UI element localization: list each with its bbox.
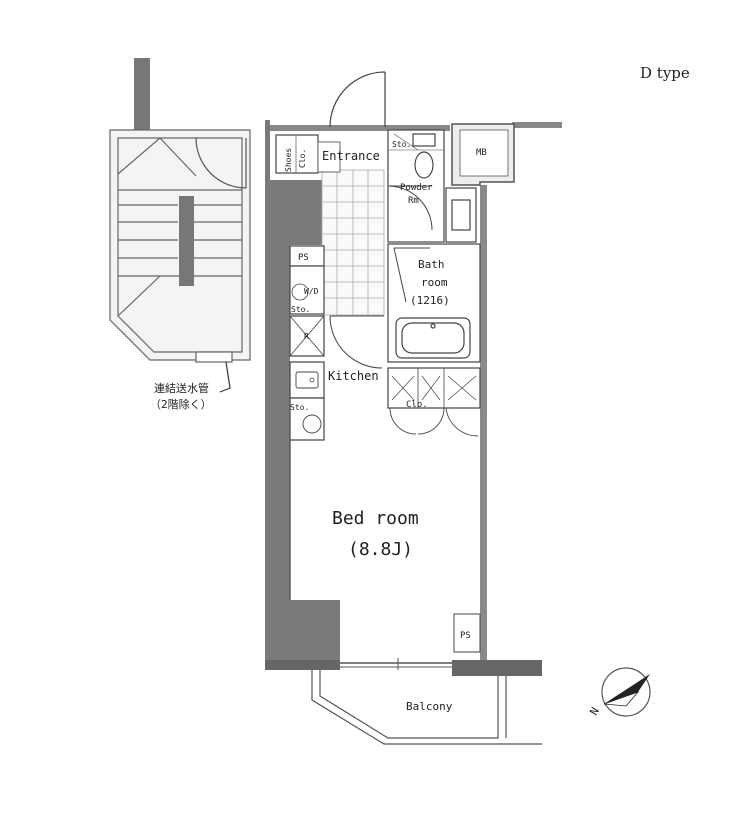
sto-top-label: Sto. [392,140,411,149]
unit-walls [252,120,562,676]
standpipe-annotation-line2: （2階除く） [150,397,212,411]
stair-diagonal [159,137,197,177]
shoes-closet: Shoes Clo. [275,134,341,174]
washer-drum [291,283,309,301]
shoes-clo-label: Clo. [298,149,307,168]
kitchen-label: Kitchen [328,369,379,383]
balcony-label: Balcony [406,700,453,713]
shoes-label: Shoes [284,148,293,172]
standpipe-box [195,351,233,363]
ps-bottom-label: PS [460,631,471,641]
bath-size-label: (1216) [410,294,450,307]
stove-burner [302,414,322,434]
stair-core-wall [134,58,150,130]
entrance-label: Entrance [322,149,380,163]
powder-room [387,129,477,243]
bathroom [387,243,481,363]
powder-rm-label: Rm [408,196,419,206]
kitchen-sink [295,371,319,389]
sto-left-label: Sto. [291,305,310,314]
compass-arrow-icon [604,674,650,704]
toilet-tank [412,133,436,147]
powder-door-swing [387,185,433,231]
top-wall-right [512,122,562,128]
sto-kitchen-label: Sto. [290,403,309,412]
entrance-door [329,71,386,128]
type-label: D type [640,64,690,82]
compass-north-label: N [587,705,602,717]
top-wall [270,125,450,131]
stair-door-swing [195,137,247,189]
closet-door-swing [389,407,417,435]
right-wall [480,185,487,665]
bottom-wall-right [452,660,542,676]
ps-top-label: PS [298,253,309,263]
bedroom: PS Bed room (8.8J) [289,440,481,653]
r-label: R [304,332,309,341]
powder-label: Powder [400,183,433,193]
balcony: Balcony [311,670,542,745]
bath-room-label: room [421,276,448,289]
ps-box [453,613,481,653]
bedroom-label: Bed room [332,508,419,529]
annotation-leader [219,361,231,393]
staircase [109,58,251,393]
bottom-wall-left [265,660,340,670]
standpipe-annotation-line1: 連結送水管 [154,381,209,395]
bedroom-size-label: (8.8J) [348,539,413,560]
stair-handrail [179,196,194,286]
powder-sink [445,187,477,243]
closet-door-swing [445,407,479,437]
bathtub [395,317,471,359]
bath-label: Bath [418,258,445,271]
toilet-bowl [414,151,434,179]
compass: N [587,667,651,718]
mb-label: MB [476,148,487,158]
stair-diagonal [117,275,161,317]
clo-label: Clo. [406,400,428,410]
stair-diagonal [117,137,161,175]
kitchen-column [289,245,384,441]
wd-label: W/D [304,287,319,296]
left-structural-wall [252,120,340,668]
closet [387,367,481,437]
closet-door-swing [417,407,445,435]
entrance-floor [321,169,385,316]
kitchen-door-swing [329,315,383,369]
meter-box: MB [451,123,515,186]
